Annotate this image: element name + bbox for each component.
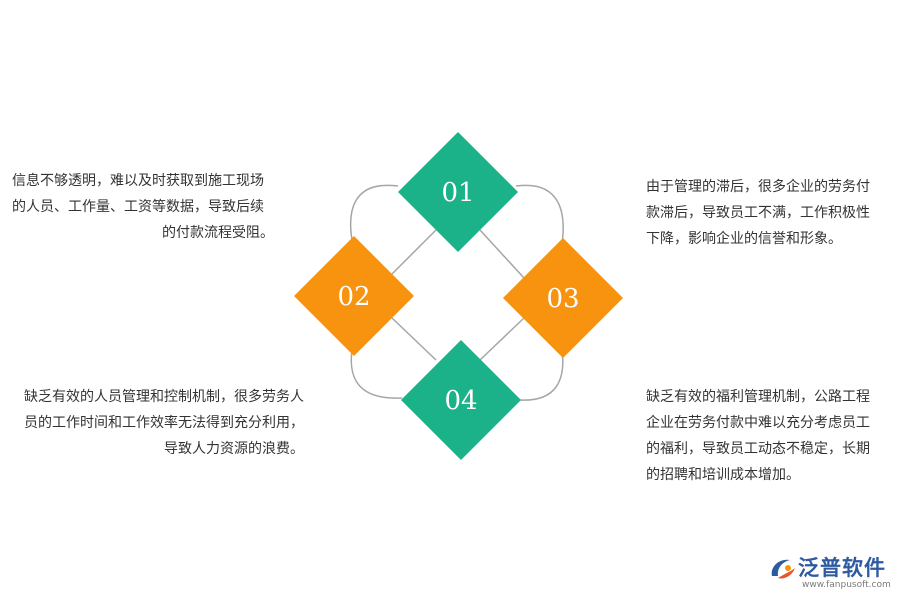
text-line: 企业在劳务付款中难以充分考虑员工	[646, 415, 870, 431]
diamond-03-label: 03	[546, 284, 579, 314]
connector-bottom-right	[519, 349, 564, 401]
diamond-04: 04	[401, 340, 521, 460]
brand-name: 泛普软件	[798, 556, 886, 580]
connector-inner-1	[391, 229, 437, 275]
diamond-03: 03	[503, 238, 623, 358]
diamond-02: 02	[294, 236, 414, 356]
diamond-02-label: 02	[337, 282, 370, 312]
text-line: 的付款流程受阻。	[162, 225, 274, 241]
connector-inner-2	[479, 229, 525, 279]
text-line: 下降，影响企业的信誉和形象。	[646, 231, 842, 247]
connector-inner-3	[391, 317, 437, 361]
connector-inner-4	[479, 317, 525, 361]
text-block-01: 信息不够透明，难以及时获取到施工现场 的人员、工作量、工资等数据，导致后续 的付…	[12, 168, 274, 246]
text-line: 由于管理的滞后，很多企业的劳务付	[646, 179, 870, 195]
connector-top-right	[515, 184, 564, 245]
connector-top-left	[349, 184, 399, 241]
text-line: 的福利，导致员工动态不稳定，长期	[646, 441, 870, 457]
connector-lines	[349, 184, 564, 401]
text-line: 的招聘和培训成本增加。	[646, 467, 800, 483]
diamond-01: 01	[398, 132, 518, 252]
diamond-01-label: 01	[441, 178, 474, 208]
text-block-03: 由于管理的滞后，很多企业的劳务付 款滞后，导致员工不满，工作积极性 下降，影响企…	[646, 174, 886, 252]
connector-bottom-left	[350, 349, 403, 399]
text-line: 导致人力资源的浪费。	[164, 441, 304, 457]
brand-url: www.fanpusoft.com	[802, 580, 891, 590]
text-line: 款滞后，导致员工不满，工作积极性	[646, 205, 870, 221]
text-line: 的人员、工作量、工资等数据，导致后续	[12, 199, 264, 215]
text-line: 员的工作时间和工作效率无法得到充分利用，	[24, 415, 304, 431]
text-block-02: 缺乏有效的人员管理和控制机制，很多劳务人 员的工作时间和工作效率无法得到充分利用…	[14, 384, 304, 462]
brand-logo[interactable]: 泛普软件 www.fanpusoft.com	[768, 552, 894, 596]
diamond-04-label: 04	[444, 386, 477, 416]
text-line: 缺乏有效的福利管理机制，公路工程	[646, 389, 870, 405]
text-line: 缺乏有效的人员管理和控制机制，很多劳务人	[24, 389, 304, 405]
fanpu-logo-icon	[771, 559, 795, 579]
text-line: 信息不够透明，难以及时获取到施工现场	[12, 173, 264, 189]
text-block-04: 缺乏有效的福利管理机制，公路工程 企业在劳务付款中难以充分考虑员工 的福利，导致…	[646, 384, 886, 488]
